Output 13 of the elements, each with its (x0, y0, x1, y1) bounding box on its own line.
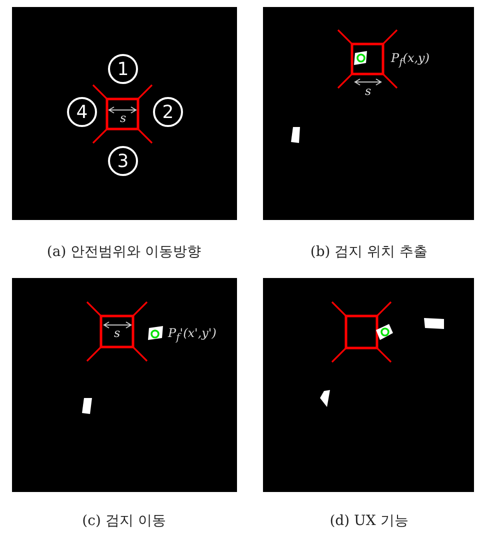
point-label: P$_{f}$(x,y) (391, 51, 430, 70)
figure-caption: (d) UX 기능 (330, 512, 408, 530)
dimension-label: s (120, 111, 126, 125)
figure-caption: (a) 안전범위와 이동방향 (46, 243, 202, 261)
dimension-label: s (365, 84, 372, 98)
figure-caption: (b) 검지 위치 추출 (310, 243, 428, 261)
figure-caption: (c) 검지 이동 (82, 512, 166, 530)
numbered-circle: 1 (108, 54, 138, 84)
numbered-circle: 3 (108, 146, 138, 176)
numbered-circle: 4 (67, 97, 97, 127)
numbered-circle: 2 (153, 97, 183, 127)
point-label: P$_{f}$'(x',y') (168, 326, 216, 346)
dimension-label: s (114, 326, 120, 340)
